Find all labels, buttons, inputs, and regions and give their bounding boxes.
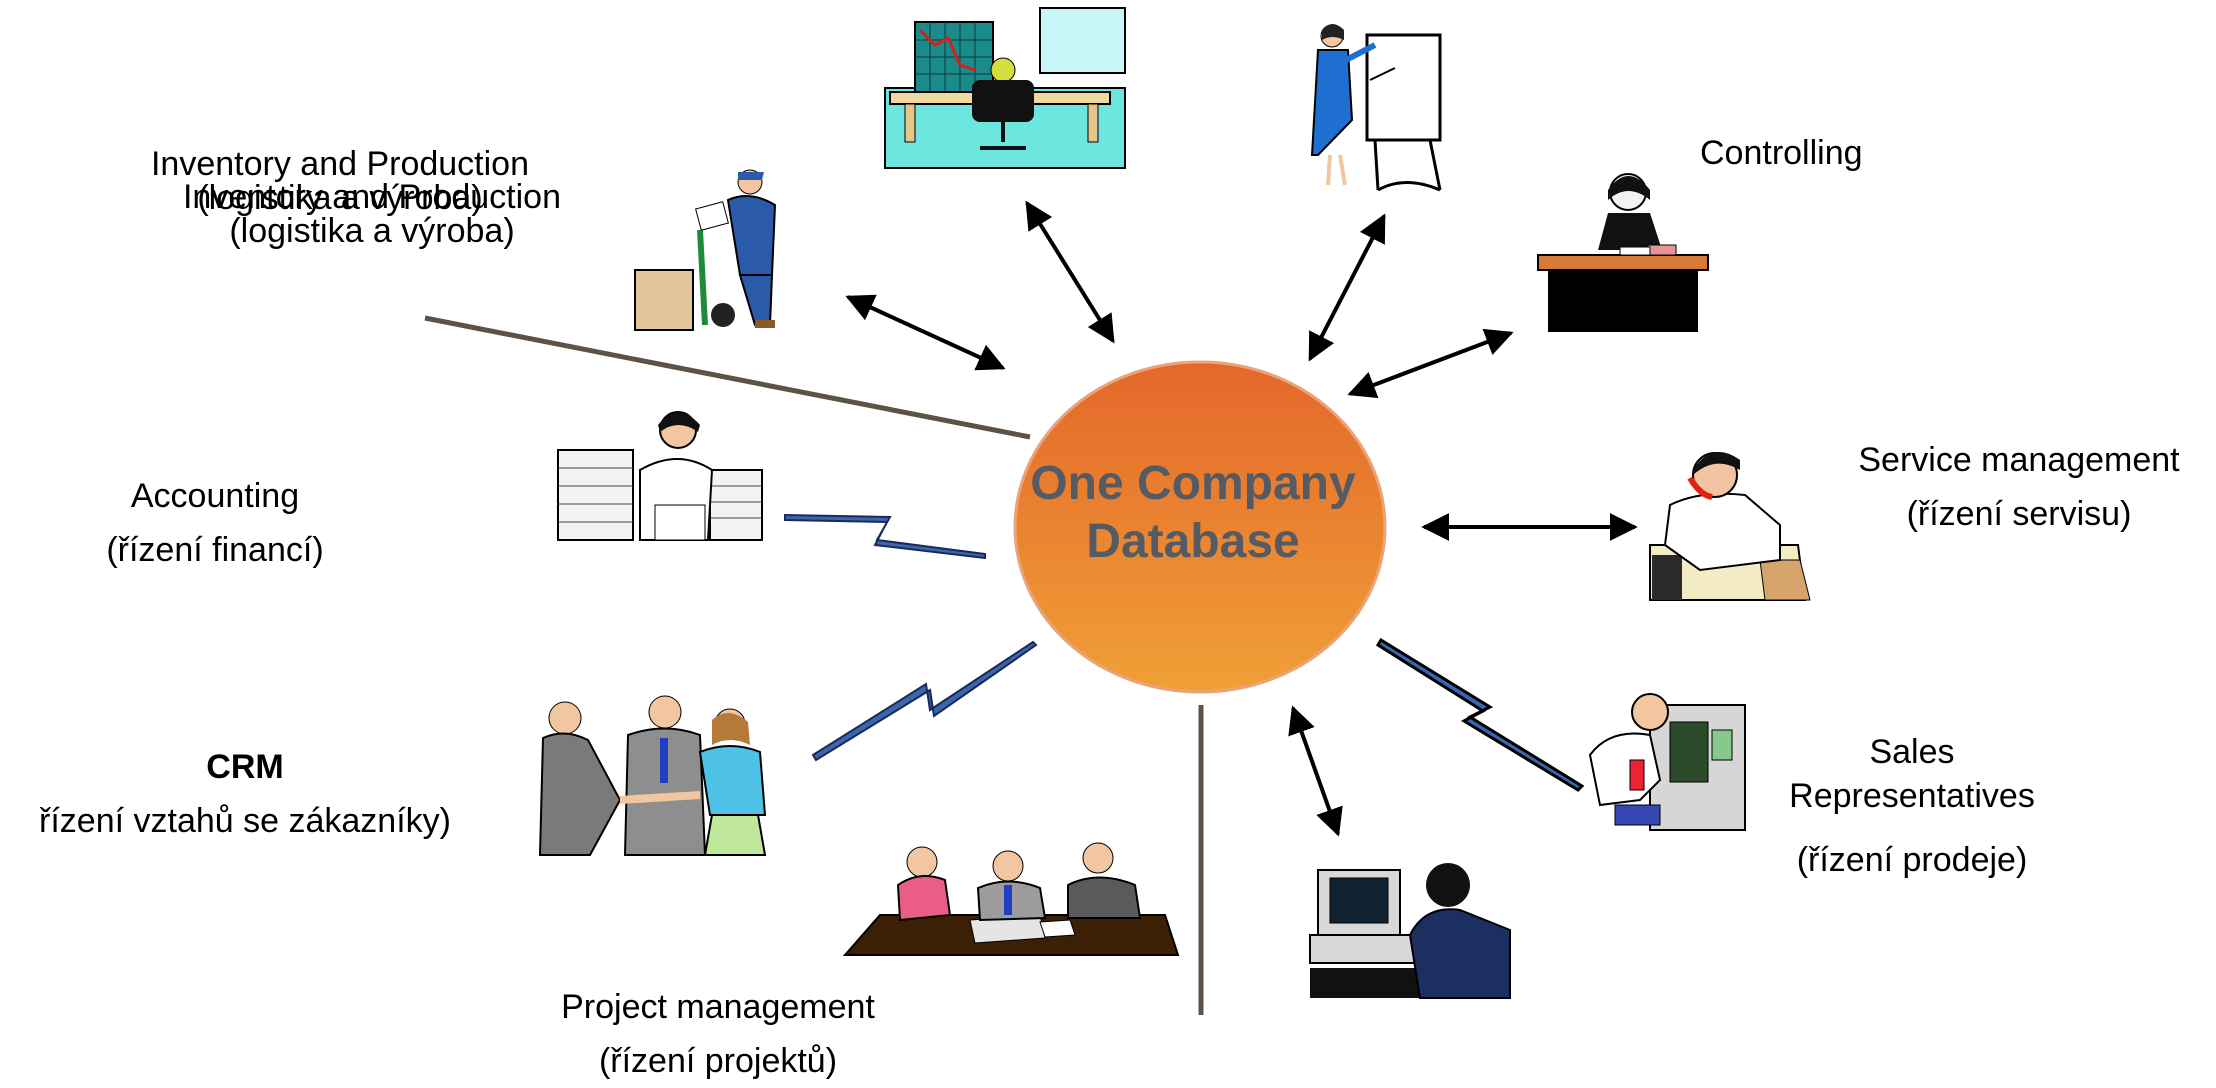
arrow-warehouse	[845, 294, 1006, 371]
inventory-line1: Inventory and Production	[150, 145, 530, 183]
controlling-line1: Controlling	[1700, 134, 1863, 172]
project-line1: Project management	[561, 988, 875, 1026]
database-circle	[1013, 360, 1387, 694]
crm-line1: CRM	[206, 748, 284, 786]
project-line2: (řízení projektů)	[598, 1042, 838, 1080]
woman-phone-desk-icon	[1537, 173, 1709, 332]
accounting-line1: Accounting	[130, 477, 300, 515]
sales-line3: (řízení prodeje)	[1796, 841, 2028, 879]
man-paper-stacks-icon	[557, 411, 763, 541]
service-line1: Service management	[1858, 441, 2180, 479]
service-label: Service management (řízení servisu)	[1858, 433, 2179, 541]
bolt-accounting	[784, 513, 986, 560]
database-title-line2: Database	[1086, 515, 1300, 568]
woman-at-flipchart-icon	[1310, 24, 1442, 192]
bolt-sales	[1375, 637, 1585, 792]
database-title: One Company Database	[1030, 455, 1355, 571]
service-line2: (řízení servisu)	[1906, 495, 2132, 533]
inventory-label-back: Inventory and Production (logistika a vý…	[151, 147, 529, 215]
sales-line2: Representatives	[1789, 777, 2035, 815]
arrow-presenter	[1308, 213, 1386, 362]
database-title-line1: One Company	[1030, 457, 1356, 510]
bolt-crm	[811, 640, 1038, 762]
accounting-label: Accounting (řízení financí)	[106, 469, 323, 577]
arrow-controller	[1347, 328, 1514, 399]
controlling-label: Controlling	[1700, 136, 1863, 170]
team-meeting-icon	[842, 842, 1180, 956]
project-label: Project management (řízení projektů)	[561, 980, 875, 1088]
arrows	[845, 200, 1638, 837]
handshake-group-icon	[538, 695, 767, 856]
man-at-payphone-icon	[1588, 693, 1746, 831]
connector-inventory	[424, 315, 1031, 440]
accounting-line2: (řízení financí)	[106, 531, 324, 569]
sales-line1: Sales	[1869, 733, 1955, 771]
inventory-line2: (logistika a výroba)	[197, 179, 483, 217]
inventory-label-front: Inventory and Production (logistika a vý…	[183, 180, 561, 248]
trader-at-chart-desk-icon	[884, 7, 1126, 169]
crm-label: CRM řízení vztahů se zákazníky)	[39, 740, 451, 848]
woman-at-computer-icon	[1309, 863, 1511, 999]
inventory-line1-overlay: Inventory and Production	[182, 178, 562, 216]
arrow-operator	[1288, 705, 1343, 837]
arrow-chart-worker	[1025, 200, 1115, 344]
man-phone-computer-icon	[1649, 452, 1811, 601]
sales-label: Sales Representatives (řízení prodeje)	[1789, 730, 2035, 882]
worker-hand-truck-icon	[634, 169, 777, 331]
crm-line2: řízení vztahů se zákazníky)	[39, 802, 451, 840]
inventory-line2-overlay: (logistika a výroba)	[229, 212, 515, 250]
